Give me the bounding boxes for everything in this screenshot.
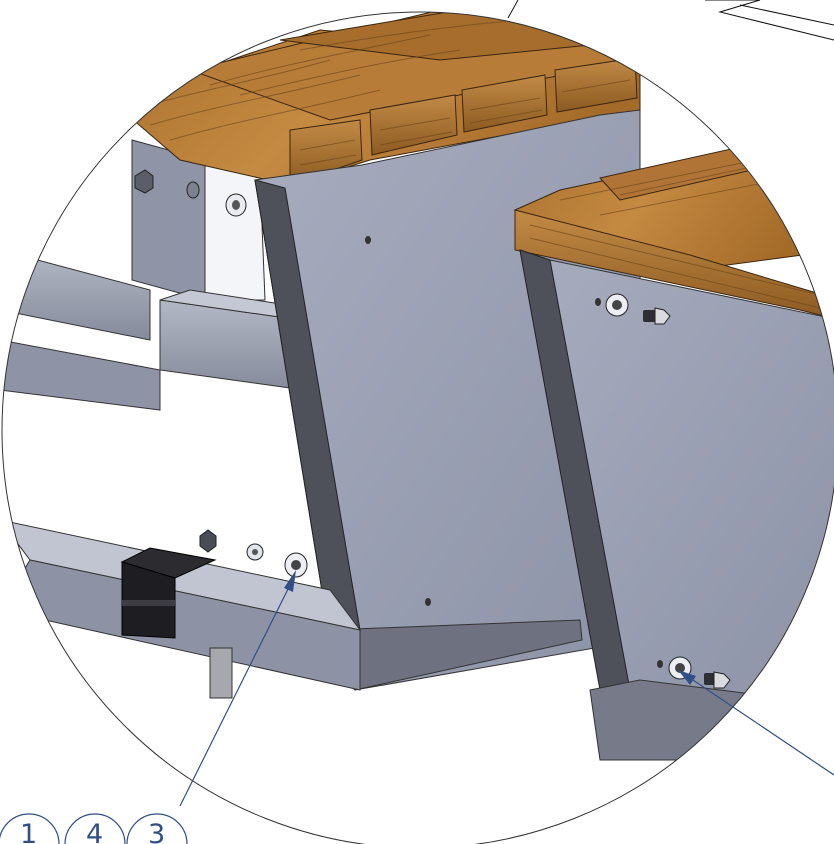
balloon-4 bbox=[64, 813, 126, 844]
rear-upper-rail bbox=[2, 249, 151, 341]
rear-post bbox=[131, 139, 206, 301]
rear-fasteners bbox=[134, 169, 247, 217]
detail-circle-border bbox=[1, 11, 834, 844]
left-lower-rail bbox=[2, 339, 161, 411]
callout-b-leader bbox=[678, 670, 834, 776]
rear-seat-slats bbox=[109, 12, 641, 186]
callout-balloons: 1 4 3 bbox=[0, 813, 188, 844]
second-panel-foot bbox=[589, 679, 834, 761]
end-cap bbox=[120, 547, 217, 639]
balloon-1-label: 1 bbox=[20, 819, 37, 844]
rail-fasteners bbox=[199, 529, 308, 578]
callout-a-leader bbox=[179, 570, 296, 807]
balloon-3-label: 3 bbox=[148, 819, 165, 844]
balloon-4-label: 4 bbox=[86, 819, 103, 844]
balloon-1 bbox=[0, 813, 60, 844]
top-leader-fragment bbox=[507, 0, 834, 41]
anchor-bolt bbox=[209, 647, 233, 699]
balloon-3 bbox=[126, 813, 188, 844]
